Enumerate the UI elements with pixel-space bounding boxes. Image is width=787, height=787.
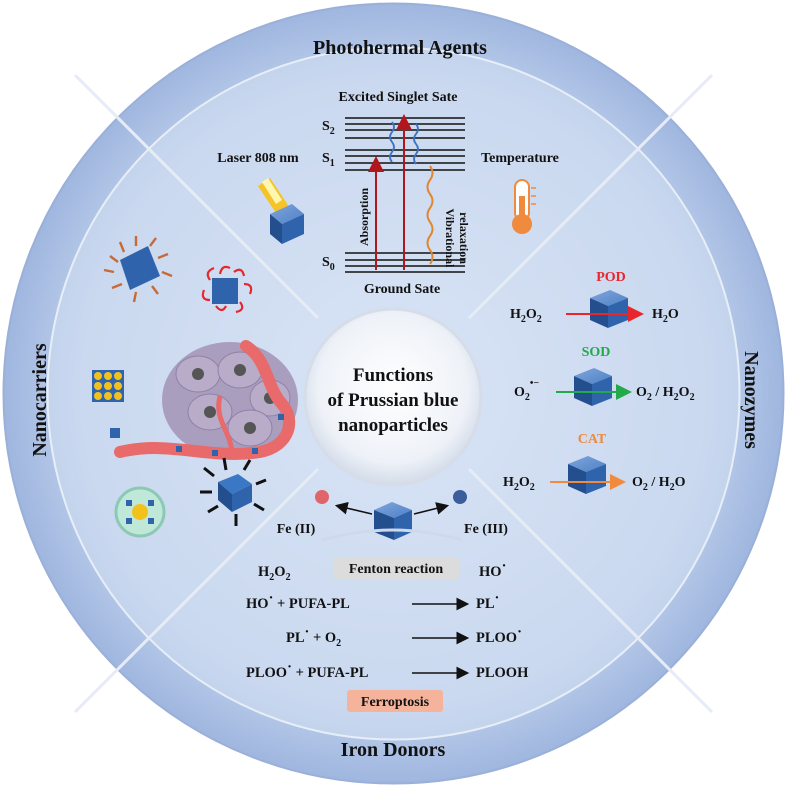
ferroptosis-box	[347, 690, 443, 712]
section-title-left: Nanocarriers	[29, 343, 51, 457]
ground-state-label: Ground Sate	[364, 282, 440, 297]
iron-donor-panel: Fe (II) Fe (III) Fenton reaction H2O2 HO…	[246, 490, 529, 712]
relaxation-label: relaxation	[457, 212, 471, 264]
iron-cube	[374, 502, 412, 540]
center-circle	[303, 307, 483, 487]
ferroptosis-label: Ferroptosis	[361, 695, 430, 710]
internal-conversion-wave-1	[389, 121, 395, 163]
reaction-3-product: PLOOH	[476, 665, 529, 681]
sod-product: O2 / H2O2	[636, 385, 695, 403]
cat-label: CAT	[578, 432, 607, 447]
laser-label: Laser 808 nm	[217, 151, 299, 166]
polymer-coated-nanoparticle-icon	[103, 236, 173, 303]
center-title-line1: Functions	[353, 365, 433, 386]
sod-substrate: O2•−	[514, 378, 539, 403]
reaction-3-reactant: PLOO· + PUFA-PL	[246, 659, 369, 681]
reaction-1-reactant: HO· + PUFA-PL	[246, 590, 350, 612]
pod-label: POD	[596, 270, 626, 285]
tumor-tissue-illustration	[114, 340, 298, 460]
reaction-2-reactant: PL· + O2	[286, 624, 341, 649]
pod-product: H2O	[652, 307, 679, 325]
vibrational-label: Vibrational	[443, 209, 457, 269]
gold-loaded-nanoparticle-icon	[92, 370, 124, 402]
s0-label: S0	[322, 255, 335, 273]
fe3-arrow	[413, 502, 450, 515]
center-title-line3: nanoparticles	[338, 415, 448, 436]
center-title-line2: of Prussian blue	[328, 390, 459, 411]
vibrational-relaxation-wave	[426, 165, 434, 265]
excited-state-label: Excited Singlet Sate	[339, 90, 458, 105]
cat-product: O2 / H2O	[632, 475, 686, 493]
fe2-arrow	[334, 501, 373, 515]
antibody-nanoparticle-icon	[200, 457, 267, 526]
quadrant-dividers	[73, 73, 714, 714]
cat-reaction: CAT H2O2 O2 / H2O	[503, 432, 686, 494]
reaction-0-reactant: H2O2	[258, 564, 291, 583]
reaction-0-product: HO·	[479, 558, 506, 580]
fe3-label: Fe (III)	[464, 522, 508, 537]
jablonski-diagram: Excited Singlet Sate S2 S1 S0 Absorption…	[322, 90, 471, 297]
fe3-sphere	[453, 490, 467, 504]
s1-label: S1	[322, 151, 335, 169]
pod-substrate: H2O2	[510, 307, 542, 325]
fenton-cycle-arc	[321, 528, 463, 542]
section-title-bottom: Iron Donors	[341, 739, 446, 761]
reaction-1-product: PL·	[476, 590, 499, 612]
internal-conversion-wave-2	[413, 123, 419, 165]
cat-cube	[568, 456, 606, 494]
sod-reaction: SOD O2•− O2 / H2O2	[514, 345, 695, 406]
absorption-label: Absorption	[357, 188, 371, 246]
liposome-nanoparticle-icon	[114, 486, 166, 538]
nanocarrier-panel	[92, 236, 298, 538]
fe2-label: Fe (II)	[277, 522, 316, 537]
cat-substrate: H2O2	[503, 475, 535, 493]
section-title-top: Photohermal Agents	[313, 37, 487, 59]
pod-reaction: POD H2O2 H2O	[510, 270, 679, 328]
fenton-reaction-box	[333, 557, 459, 579]
reaction-2-product: PLOO·	[476, 624, 522, 646]
s2-label: S2	[322, 119, 335, 137]
small-nanoparticle-icon	[110, 428, 120, 438]
fe2-sphere	[315, 490, 329, 504]
thermometer-icon	[512, 179, 536, 234]
fenton-reaction-label: Fenton reaction	[349, 562, 443, 577]
sod-label: SOD	[582, 345, 611, 360]
temperature-label: Temperature	[481, 151, 559, 166]
laser-cube-icon	[258, 178, 304, 244]
section-title-right: Nanozymes	[740, 351, 762, 449]
polymer-brush-nanoparticle-icon	[201, 265, 253, 314]
